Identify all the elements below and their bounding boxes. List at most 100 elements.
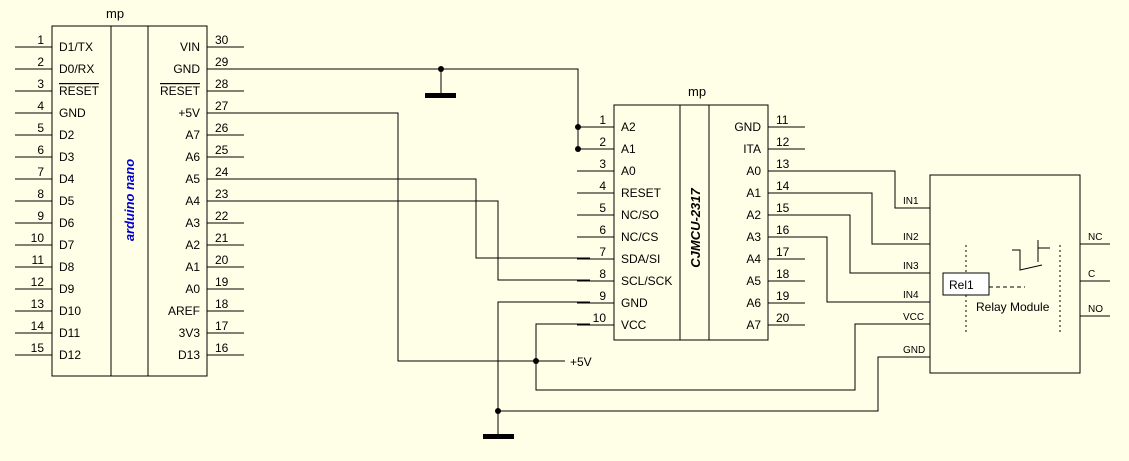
arduino-left-pin-12-number: 12 [31, 275, 45, 289]
arduino-left-pin-10-number: 10 [31, 231, 45, 245]
expander-right-pin-17-name: A4 [746, 252, 761, 266]
expander-left-pin-7-number: 7 [599, 245, 606, 259]
junction-a2 [575, 124, 581, 130]
relay-contact [1012, 249, 1043, 271]
arduino-right-pin-29-number: 29 [215, 55, 229, 69]
wire-a4-scl [230, 200, 590, 281]
expander-left-pin-8-number: 8 [599, 267, 606, 281]
arduino-right-pin-30-number: 30 [215, 33, 229, 47]
arduino-right-pin-17-name: 3V3 [179, 326, 201, 340]
arduino-left-pin-8-number: 8 [37, 187, 44, 201]
arduino-left-pin-8-name: D5 [59, 194, 75, 208]
wire-out-a1 [790, 192, 905, 245]
arduino-left-pin-14-number: 14 [31, 319, 45, 333]
wire-a5-sda [230, 178, 590, 259]
expander-ref: mp [688, 84, 706, 99]
junction-a1 [575, 146, 581, 152]
expander-right-pin-11-name: GND [734, 120, 761, 134]
expander-left-pin-1-name: A2 [621, 120, 636, 134]
relay-module: Rel1 Relay Module IN1IN2IN3IN4VCCGNDNCCN… [903, 174, 1110, 374]
arduino-left-pin-9-name: D6 [59, 216, 75, 230]
relay-input-in2-label: IN2 [903, 232, 919, 243]
expander-left-pin-4-name: RESET [621, 186, 662, 200]
arduino-right-pin-16-name: D13 [178, 348, 200, 362]
expander-left-pin-2-name: A1 [621, 142, 636, 156]
arduino-left-pin-12-name: D9 [59, 282, 75, 296]
arduino-right-pin-26-name: A7 [185, 128, 200, 142]
expander-right-pin-18-name: A5 [746, 274, 761, 288]
relay-input-in3-label: IN3 [903, 261, 919, 272]
wire-gnd9 [497, 301, 590, 436]
relay-body [929, 174, 1081, 374]
arduino-right-pin-24-name: A5 [185, 172, 200, 186]
junctions [438, 66, 581, 414]
arduino-left-pin-14-name: D11 [59, 326, 80, 340]
arduino-right-pin-27-number: 27 [215, 99, 229, 113]
expander-right-pin-11-number: 11 [776, 113, 789, 127]
arduino-right-pin-22-name: A3 [185, 216, 200, 230]
wire-gnd-relay [498, 356, 905, 412]
expander-left-pin-4-number: 4 [599, 179, 606, 193]
arduino-right-pin-18-name: AREF [168, 304, 200, 318]
relay-input-vcc-label: VCC [903, 312, 924, 323]
arduino-right-pin-18-number: 18 [215, 297, 229, 311]
relay-module-label: Relay Module [976, 300, 1050, 314]
arduino-right-pin-27-name: +5V [178, 106, 200, 120]
arduino-right-pin-28-name: RESET [160, 84, 201, 98]
expander-left-pin-9-number: 9 [599, 289, 606, 303]
arduino-right-pin-17-number: 17 [215, 319, 229, 333]
expander-right-pin-15-number: 15 [776, 201, 790, 215]
relay-output-nc-label: NC [1088, 232, 1102, 243]
junction-gnd-bottom [495, 408, 501, 414]
expander-left-pin-3-number: 3 [599, 157, 606, 171]
relay-input-gnd-label: GND [903, 345, 925, 356]
wire-5v [230, 112, 565, 362]
expander-body [613, 104, 769, 341]
arduino-left-pin-11-number: 11 [32, 253, 45, 267]
ground-symbol-top [425, 93, 456, 98]
arduino-right-pin-20-number: 20 [215, 253, 229, 267]
relay-input-in4-label: IN4 [903, 290, 919, 301]
arduino-left-pin-1-name: D1/TX [59, 40, 93, 54]
wire-out-a0 [790, 170, 905, 209]
expander-right-pin-20-name: A7 [746, 318, 761, 332]
arduino-right-pin-29-name: GND [173, 62, 200, 76]
arduino-left-pin-7-number: 7 [37, 165, 44, 179]
arduino-right-pin-22-number: 22 [215, 209, 229, 223]
expander-right-pin-19-name: A6 [746, 296, 761, 310]
arduino-left-pin-5-name: D2 [59, 128, 75, 142]
wire-out-a3 [790, 236, 905, 303]
arduino-right-pin-30-name: VIN [180, 40, 200, 54]
expander-left-pin-8-name: SCL/SCK [621, 274, 672, 288]
arduino-left-pin-2-name: D0/RX [59, 62, 94, 76]
arduino-right-pins: 30VIN29GND28RESET27+5V26A725A624A523A422… [160, 33, 244, 362]
arduino-left-pin-15-name: D12 [59, 348, 81, 362]
arduino-right-pin-23-name: A4 [185, 194, 200, 208]
arduino-left-pin-11-name: D8 [59, 260, 75, 274]
arduino-left-pin-5-number: 5 [37, 121, 44, 135]
wire-out-a2 [790, 214, 905, 274]
arduino-left-pin-3-number: 3 [37, 77, 44, 91]
arduino-left-pin-13-name: D10 [59, 304, 81, 318]
expander-right-pin-16-number: 16 [776, 223, 790, 237]
expander-left-pin-7-name: SDA/SI [621, 252, 660, 266]
expander-right-pin-13-name: A0 [746, 164, 761, 178]
arduino-right-pin-24-number: 24 [215, 165, 229, 179]
expander-right-pin-12-number: 12 [776, 135, 790, 149]
arduino-ref: mp [106, 6, 124, 21]
arduino-left-pin-9-number: 9 [37, 209, 44, 223]
expander-left-pin-5-name: NC/SO [621, 208, 659, 222]
expander-right-pin-18-number: 18 [776, 267, 790, 281]
arduino-right-pin-19-number: 19 [215, 275, 229, 289]
expander-left-pin-6-name: NC/CS [621, 230, 658, 244]
expander-right-pin-19-number: 19 [776, 289, 790, 303]
arduino-right-pin-20-name: A1 [185, 260, 200, 274]
arduino-left-pin-6-name: D3 [59, 150, 75, 164]
expander-left-pin-1-number: 1 [599, 113, 606, 127]
expander-right-pin-15-name: A2 [746, 208, 761, 222]
